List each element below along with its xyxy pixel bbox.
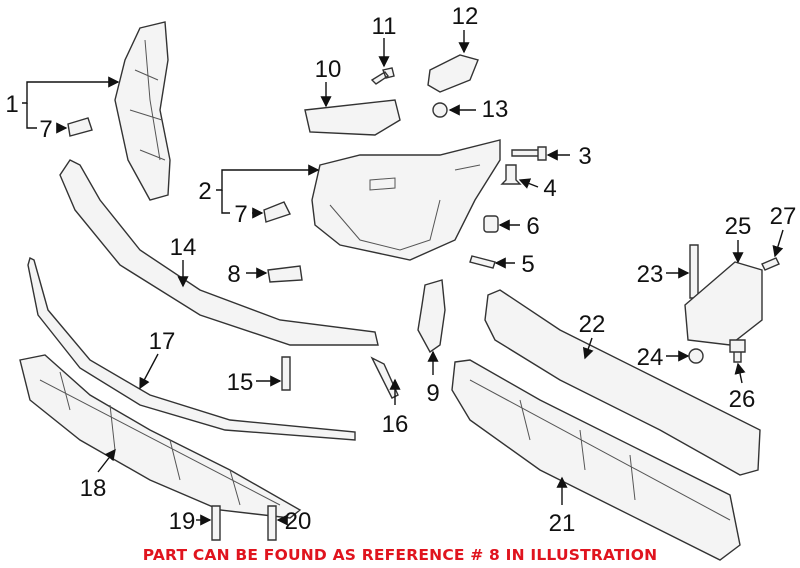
part-19-bolt bbox=[211, 505, 221, 541]
part-20-bolt bbox=[267, 505, 277, 541]
callout-19: 19 bbox=[169, 508, 196, 535]
part-24-nut bbox=[688, 348, 704, 364]
callout-3: 3 bbox=[578, 143, 591, 170]
callout-8: 8 bbox=[227, 261, 240, 288]
callout-7-lower: 7 bbox=[234, 201, 247, 228]
callout-18: 18 bbox=[80, 475, 107, 502]
part-6-nut bbox=[483, 215, 499, 233]
part-11-bolt bbox=[370, 67, 395, 85]
callout-labels: 1 7 2 7 8 10 11 12 13 3 4 6 5 14 17 15 1… bbox=[5, 3, 796, 537]
callout-23: 23 bbox=[637, 261, 664, 288]
part-17-strip bbox=[27, 256, 356, 441]
callout-24: 24 bbox=[637, 344, 664, 371]
part-23-bolt bbox=[689, 244, 699, 299]
part-16-bolt bbox=[370, 356, 399, 399]
callout-26: 26 bbox=[729, 386, 756, 413]
part-1-grille-frame bbox=[114, 21, 171, 201]
part-5-screw bbox=[469, 255, 496, 269]
callout-11: 11 bbox=[372, 13, 397, 40]
callout-12: 12 bbox=[452, 3, 479, 30]
callout-9: 9 bbox=[426, 380, 439, 407]
part-8-bracket bbox=[267, 265, 303, 283]
callout-14: 14 bbox=[170, 234, 197, 261]
callout-7-upper: 7 bbox=[39, 116, 52, 143]
callout-10: 10 bbox=[315, 56, 342, 83]
callout-27: 27 bbox=[770, 203, 797, 230]
part-9-bracket bbox=[417, 279, 446, 354]
part-3-screw bbox=[511, 146, 547, 161]
part-2-bumper-cover bbox=[311, 139, 501, 261]
part-4-clip bbox=[500, 164, 522, 185]
callout-16: 16 bbox=[382, 411, 409, 438]
callout-25: 25 bbox=[725, 213, 752, 240]
part-10-bracket bbox=[304, 99, 401, 136]
callout-5: 5 bbox=[521, 251, 534, 278]
part-7-tow-cap-upper bbox=[67, 117, 93, 137]
callout-6: 6 bbox=[526, 213, 539, 240]
callout-13: 13 bbox=[482, 96, 509, 123]
part-12-bracket bbox=[427, 54, 479, 93]
callout-4: 4 bbox=[543, 175, 556, 202]
part-26-bolt bbox=[729, 339, 746, 363]
reference-note: PART CAN BE FOUND AS REFERENCE # 8 IN IL… bbox=[142, 546, 658, 564]
callout-22: 22 bbox=[579, 311, 606, 338]
part-27-screw bbox=[761, 257, 780, 271]
callout-15: 15 bbox=[227, 369, 254, 396]
callout-1: 1 bbox=[5, 91, 18, 118]
part-15-bolt bbox=[281, 356, 291, 391]
part-18-absorber bbox=[19, 354, 302, 519]
part-14-lower-trim bbox=[59, 159, 379, 346]
part-21-impact-absorber bbox=[451, 359, 741, 561]
callout-2: 2 bbox=[198, 178, 211, 205]
part-7-tow-cap-lower bbox=[263, 201, 291, 223]
part-22-reinforcement bbox=[484, 289, 761, 476]
callout-17: 17 bbox=[149, 328, 176, 355]
part-13-nut bbox=[432, 102, 448, 118]
leader-lines bbox=[22, 30, 784, 526]
callout-20: 20 bbox=[285, 508, 312, 535]
callout-21: 21 bbox=[549, 510, 576, 537]
